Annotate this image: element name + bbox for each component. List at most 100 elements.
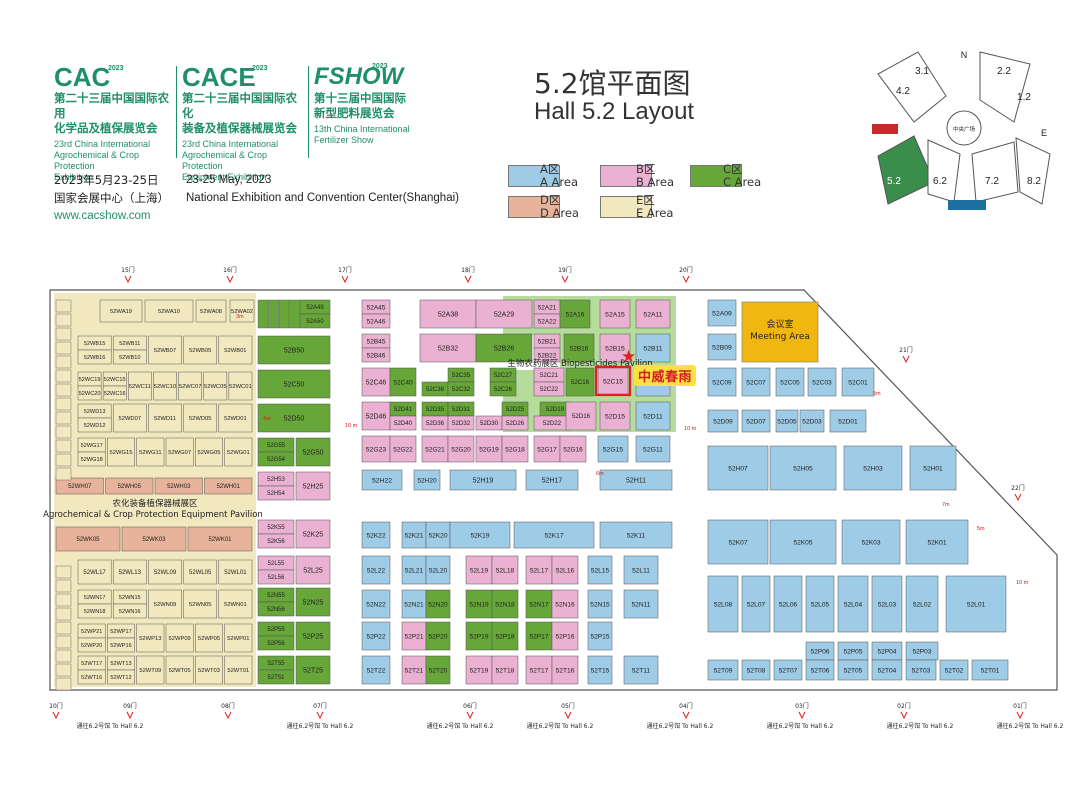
gate-label[interactable]: 20门	[679, 266, 693, 274]
booth-small[interactable]	[55, 579, 72, 593]
booth-52l03[interactable]: 52L03	[871, 575, 903, 633]
booth-52wd12[interactable]: 52WD12	[77, 417, 112, 433]
booth-small[interactable]	[55, 663, 72, 677]
booth-52wa10[interactable]: 52WA10	[144, 299, 194, 323]
booth-small[interactable]	[55, 313, 72, 327]
booth-52b16[interactable]: 52B16	[563, 333, 595, 363]
booth-52k56[interactable]: 52K56	[257, 533, 295, 549]
booth-52wc01[interactable]: 52WC01	[228, 371, 253, 401]
booth-52t16[interactable]: 52T16	[551, 655, 579, 685]
booth-52t01[interactable]: 52T01	[971, 659, 1009, 681]
gate-label[interactable]: 02门	[897, 702, 911, 710]
booth-52wl17[interactable]: 52WL17	[77, 559, 112, 585]
booth-small[interactable]	[55, 327, 72, 341]
booth-52b50[interactable]: 52B50	[257, 335, 331, 365]
booth-52n20[interactable]: 52N20	[425, 589, 451, 619]
booth-52l04[interactable]: 52L04	[837, 575, 869, 633]
booth-52wb15[interactable]: 52WB15	[77, 335, 112, 351]
booth-52l17[interactable]: 52L17	[525, 555, 553, 585]
meeting-room[interactable]	[741, 301, 819, 363]
booth-52a45[interactable]: 52A45	[361, 299, 391, 315]
booth-52c32[interactable]: 52C32	[447, 381, 475, 397]
gate-label[interactable]: 09门	[123, 702, 137, 710]
booth-52g21[interactable]: 52G21	[421, 435, 449, 463]
booth-52a29[interactable]: 52A29	[475, 299, 533, 329]
booth-52h53[interactable]: 52H53	[257, 471, 295, 487]
booth-52wl05[interactable]: 52WL05	[183, 559, 218, 585]
gate-label[interactable]: 19门	[558, 266, 572, 274]
booth-52g18[interactable]: 52G18	[501, 435, 529, 463]
gate-label[interactable]: 18门	[461, 266, 475, 274]
booth-52g22[interactable]: 52G22	[389, 435, 417, 463]
booth-52a38[interactable]: 52A38	[419, 299, 477, 329]
booth-52l06[interactable]: 52L06	[773, 575, 803, 633]
booth-52wt05[interactable]: 52WT05	[165, 655, 194, 685]
booth-52t07[interactable]: 52T07	[773, 659, 803, 681]
booth-52h11[interactable]: 52H11	[599, 469, 673, 491]
booth-52l01[interactable]: 52L01	[945, 575, 1007, 633]
booth-52wg11[interactable]: 52WG11	[136, 437, 165, 467]
booth-52wn05[interactable]: 52WN05	[183, 589, 218, 619]
booth-52wg07[interactable]: 52WG07	[165, 437, 194, 467]
booth-52wh05[interactable]: 52WH05	[105, 477, 154, 495]
booth-52wc20[interactable]: 52WC20	[77, 385, 102, 401]
booth-52d32[interactable]: 52D32	[447, 415, 475, 431]
booth-52t22[interactable]: 52T22	[361, 655, 391, 685]
booth-small[interactable]	[55, 649, 72, 663]
booth-52t19[interactable]: 52T19	[465, 655, 493, 685]
booth-52wb05[interactable]: 52WB05	[183, 335, 218, 365]
booth-52b46[interactable]: 52B46	[361, 347, 391, 363]
booth-52c26[interactable]: 52C26	[489, 381, 517, 397]
booth-52d36[interactable]: 52D36	[421, 415, 449, 431]
booth-52k55[interactable]: 52K55	[257, 519, 295, 535]
booth-52t06[interactable]: 52T06	[805, 659, 835, 681]
booth-52l02[interactable]: 52L02	[905, 575, 939, 633]
booth-52p20[interactable]: 52P20	[425, 621, 451, 651]
booth-52d16[interactable]: 52D16	[565, 401, 597, 431]
booth-52c16[interactable]: 52C16	[565, 367, 595, 397]
booth-52wn16[interactable]: 52WN16	[112, 603, 147, 619]
booth-52g19[interactable]: 52G19	[475, 435, 503, 463]
booth-52c01[interactable]: 52C01	[841, 367, 875, 397]
booth-52c07[interactable]: 52C07	[741, 367, 771, 397]
booth-52wa02[interactable]: 52WA02	[229, 299, 255, 323]
booth-52d15[interactable]: 52D15	[599, 401, 631, 431]
booth-52h20[interactable]: 52H20	[413, 469, 441, 491]
booth-52wp01[interactable]: 52WP01	[224, 623, 253, 653]
booth-52g16[interactable]: 52G16	[559, 435, 587, 463]
booth-52k20[interactable]: 52K20	[425, 521, 451, 549]
booth-small[interactable]	[55, 411, 72, 425]
booth-52t05[interactable]: 52T05	[837, 659, 869, 681]
booth-52c50[interactable]: 52C50	[257, 369, 331, 399]
booth-52p03[interactable]: 52P03	[905, 641, 939, 661]
booth-52k22[interactable]: 52K22	[361, 521, 391, 549]
booth-52wk05[interactable]: 52WK05	[55, 526, 121, 552]
booth-52n19[interactable]: 52N19	[465, 589, 493, 619]
booth-52k25[interactable]: 52K25	[295, 519, 331, 549]
booth-52l22[interactable]: 52L22	[361, 555, 391, 585]
booth-52wg05[interactable]: 52WG05	[195, 437, 223, 467]
booth-52k19[interactable]: 52K19	[449, 521, 511, 549]
booth-52wt13[interactable]: 52WT13	[107, 655, 135, 671]
booth-52a15[interactable]: 52A15	[599, 299, 631, 329]
booth-52wc15[interactable]: 52WC15	[102, 371, 127, 387]
booth-52h22[interactable]: 52H22	[361, 469, 403, 491]
booth-52wd05[interactable]: 52WD05	[183, 403, 218, 433]
booth-52wb16[interactable]: 52WB16	[77, 349, 112, 365]
booth-52h05[interactable]: 52H05	[769, 445, 837, 491]
booth-52n55[interactable]: 52N55	[257, 587, 295, 603]
booth-52d11[interactable]: 52D11	[635, 401, 671, 431]
booth-52t04[interactable]: 52T04	[871, 659, 903, 681]
gate-label[interactable]: 16门	[223, 266, 237, 274]
booth-52g11[interactable]: 52G11	[635, 435, 671, 463]
booth-52wc11[interactable]: 52WC11	[128, 371, 152, 401]
booth-52c05[interactable]: 52C05	[775, 367, 805, 397]
booth-52wb10[interactable]: 52WB10	[112, 349, 147, 365]
booth-52b21[interactable]: 52B21	[533, 333, 561, 349]
booth-52a50[interactable]: 52A50	[299, 313, 331, 329]
booth-52wk01[interactable]: 52WK01	[187, 526, 253, 552]
booth-small[interactable]	[55, 425, 72, 439]
booth-52b11[interactable]: 52B11	[635, 333, 671, 363]
booth-52g54[interactable]: 52G54	[257, 451, 295, 467]
booth-52d03[interactable]: 52D03	[799, 409, 825, 433]
